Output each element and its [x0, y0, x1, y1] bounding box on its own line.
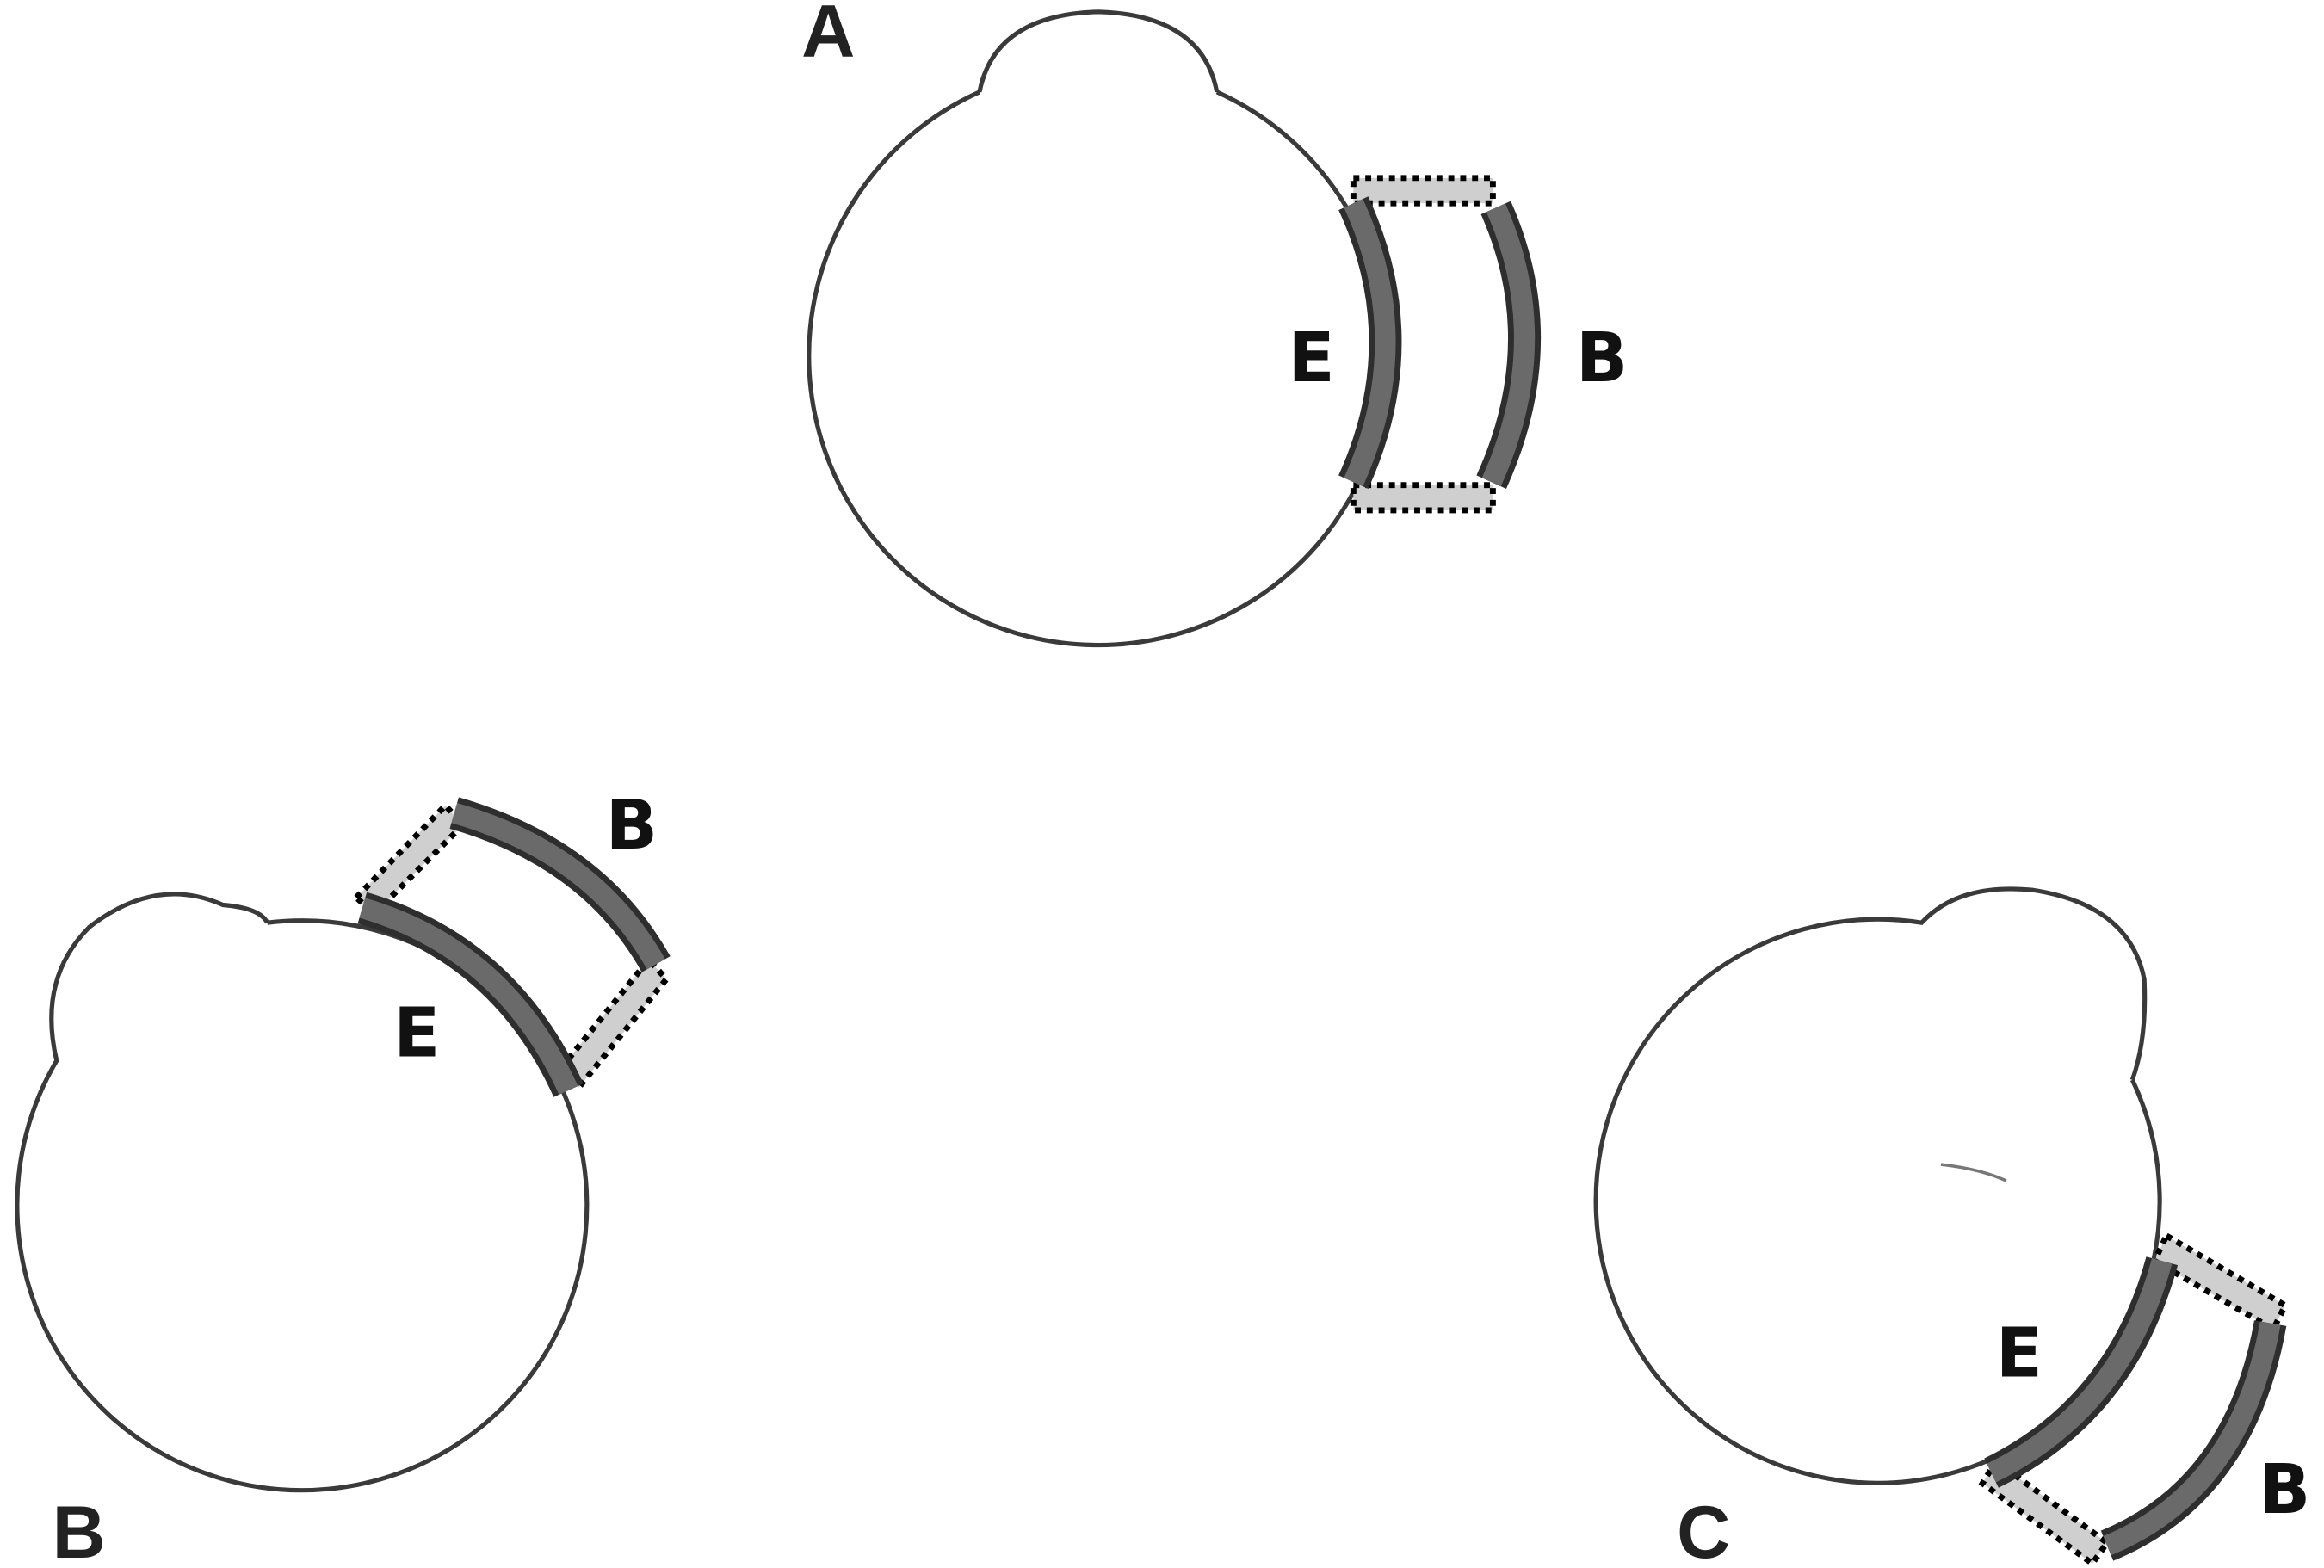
label-e: E — [1289, 318, 1335, 398]
label-e: E — [1996, 1313, 2043, 1393]
connector-bottom — [1978, 1456, 2111, 1568]
panel-c: C E B — [1593, 886, 2310, 1568]
connector-top — [1350, 175, 1496, 207]
connector-top — [2150, 1231, 2290, 1334]
outer-band-fill — [1481, 203, 1536, 487]
outer-band-fill — [451, 803, 665, 970]
label-b: B — [2259, 1449, 2310, 1529]
label-b: B — [606, 785, 658, 865]
label-b: B — [1576, 318, 1628, 398]
panel-label-a: A — [801, 0, 855, 73]
panel-label-c: C — [1677, 1491, 1730, 1568]
inner-band-fill — [1987, 1258, 2173, 1483]
panel-label-b: B — [53, 1491, 106, 1568]
label-e: E — [393, 992, 440, 1072]
connector-bottom — [557, 954, 671, 1092]
inner-band-fill — [359, 898, 578, 1095]
panel-b: B E B — [15, 785, 671, 1568]
outer-band-fill — [2103, 1321, 2281, 1556]
panel-a: A E B — [801, 0, 1628, 648]
surface-mark — [1940, 1163, 2007, 1182]
inner-band-fill — [1344, 199, 1396, 487]
connector-bottom — [1350, 482, 1496, 514]
